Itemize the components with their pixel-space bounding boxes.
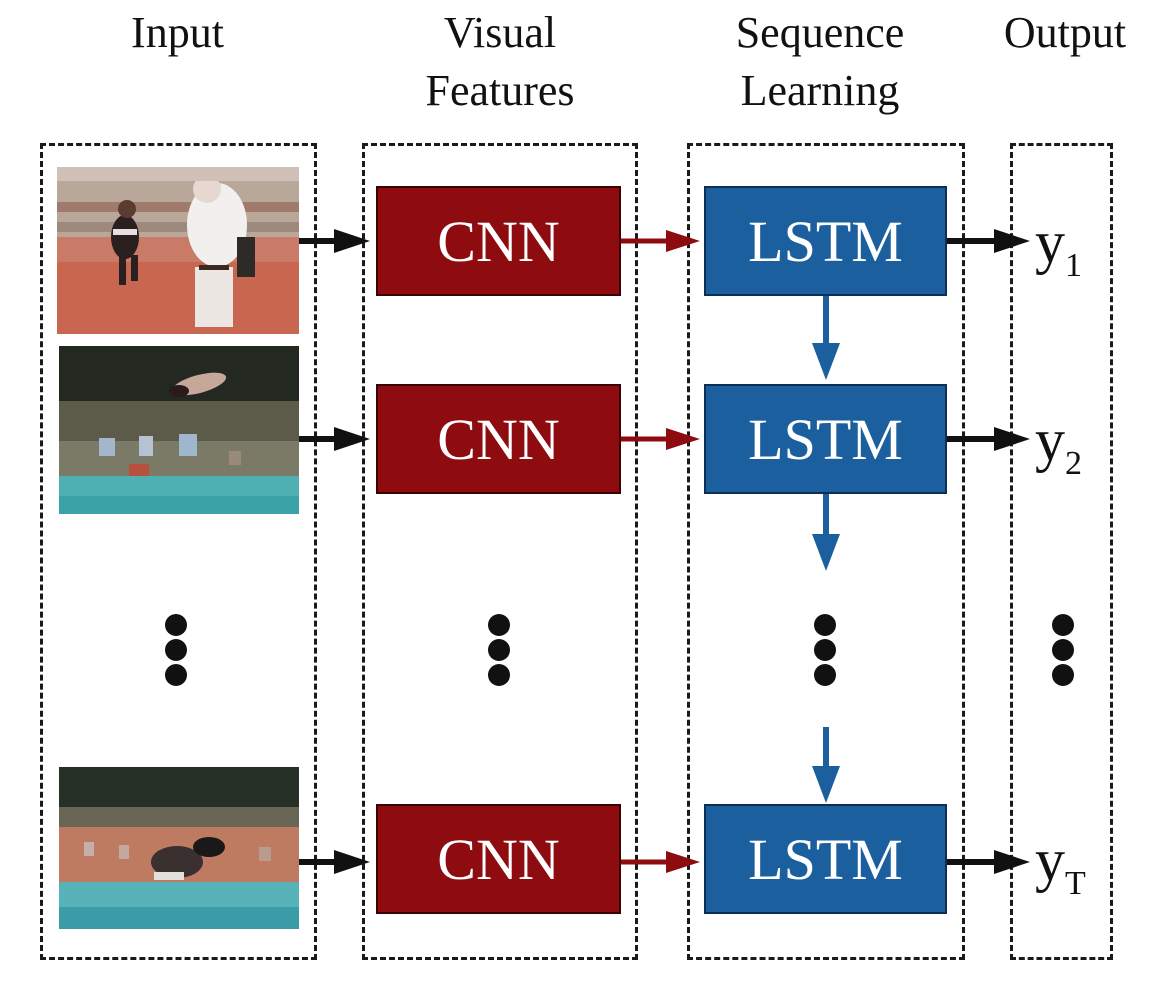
video-frame-3 — [59, 767, 299, 929]
sequence-learning-ellipsis — [814, 614, 840, 689]
lstm-label-1: LSTM — [748, 208, 903, 274]
header-sequence-line2: Learning — [740, 66, 900, 115]
header-input: Input — [95, 4, 260, 62]
frame-to-cnn-arrow-2 — [299, 427, 370, 451]
output-y2-base: y — [1035, 407, 1065, 473]
output-y1-base: y — [1035, 209, 1065, 275]
lstm-recurrent-arrow-3 — [812, 727, 840, 803]
video-frame-2 — [59, 346, 299, 514]
lstm-to-output-arrow-2 — [947, 427, 1030, 451]
frame-to-cnn-arrow-1 — [299, 229, 370, 253]
lstm-block-1: LSTM — [704, 186, 947, 296]
lstm-to-output-arrow-3 — [947, 850, 1030, 874]
output-yT-subscript: T — [1065, 865, 1086, 902]
lstm-recurrent-arrow-2 — [812, 494, 840, 571]
sequence-ellipsis-dot — [814, 664, 836, 686]
output-ellipsis-dot — [1052, 614, 1074, 636]
header-output: Output — [985, 4, 1145, 62]
visual-ellipsis-dot — [488, 639, 510, 661]
lstm-label-2: LSTM — [748, 406, 903, 472]
lstm-label-3: LSTM — [748, 826, 903, 892]
header-sequence-line1: Sequence — [735, 8, 905, 57]
lstm-recurrent-arrow-1 — [812, 296, 840, 380]
input-ellipsis-dot — [165, 614, 187, 636]
header-sequence-learning: Sequence Learning — [700, 4, 940, 120]
output-column-box — [1010, 143, 1113, 960]
cnn-block-1: CNN — [376, 186, 621, 296]
output-label-y1: y1 — [1035, 209, 1082, 284]
output-label-yT: yT — [1035, 827, 1086, 902]
lstm-to-output-arrow-1 — [947, 229, 1030, 253]
header-output-label: Output — [1003, 8, 1127, 57]
output-label-y2: y2 — [1035, 407, 1082, 482]
output-y2-subscript: 2 — [1065, 445, 1082, 482]
visual-ellipsis-dot — [488, 614, 510, 636]
video-frame-1 — [57, 167, 299, 334]
cnn-label-1: CNN — [437, 208, 560, 274]
output-yT-base: y — [1035, 827, 1065, 893]
input-ellipsis-dot — [165, 664, 187, 686]
cnn-label-2: CNN — [437, 406, 560, 472]
header-visual-line2: Features — [425, 66, 575, 115]
cnn-to-lstm-arrow-1 — [621, 230, 700, 252]
cnn-to-lstm-arrow-3 — [621, 851, 700, 873]
sequence-ellipsis-dot — [814, 614, 836, 636]
lstm-block-3: LSTM — [704, 804, 947, 914]
visual-features-ellipsis — [488, 614, 514, 689]
header-input-label: Input — [131, 8, 224, 57]
input-ellipsis — [165, 614, 191, 689]
header-visual-features: Visual Features — [380, 4, 620, 120]
cnn-to-lstm-arrow-2 — [621, 428, 700, 450]
header-visual-line1: Visual — [443, 8, 557, 57]
output-y1-subscript: 1 — [1065, 247, 1082, 284]
output-ellipsis — [1052, 614, 1078, 689]
input-ellipsis-dot — [165, 639, 187, 661]
visual-ellipsis-dot — [488, 664, 510, 686]
cnn-block-3: CNN — [376, 804, 621, 914]
sequence-learning-column-box — [687, 143, 965, 960]
visual-features-column-box — [362, 143, 638, 960]
sequence-ellipsis-dot — [814, 639, 836, 661]
cnn-block-2: CNN — [376, 384, 621, 494]
input-column-box — [40, 143, 317, 960]
cnn-label-3: CNN — [437, 826, 560, 892]
output-ellipsis-dot — [1052, 639, 1074, 661]
lstm-block-2: LSTM — [704, 384, 947, 494]
output-ellipsis-dot — [1052, 664, 1074, 686]
frame-to-cnn-arrow-3 — [299, 850, 370, 874]
